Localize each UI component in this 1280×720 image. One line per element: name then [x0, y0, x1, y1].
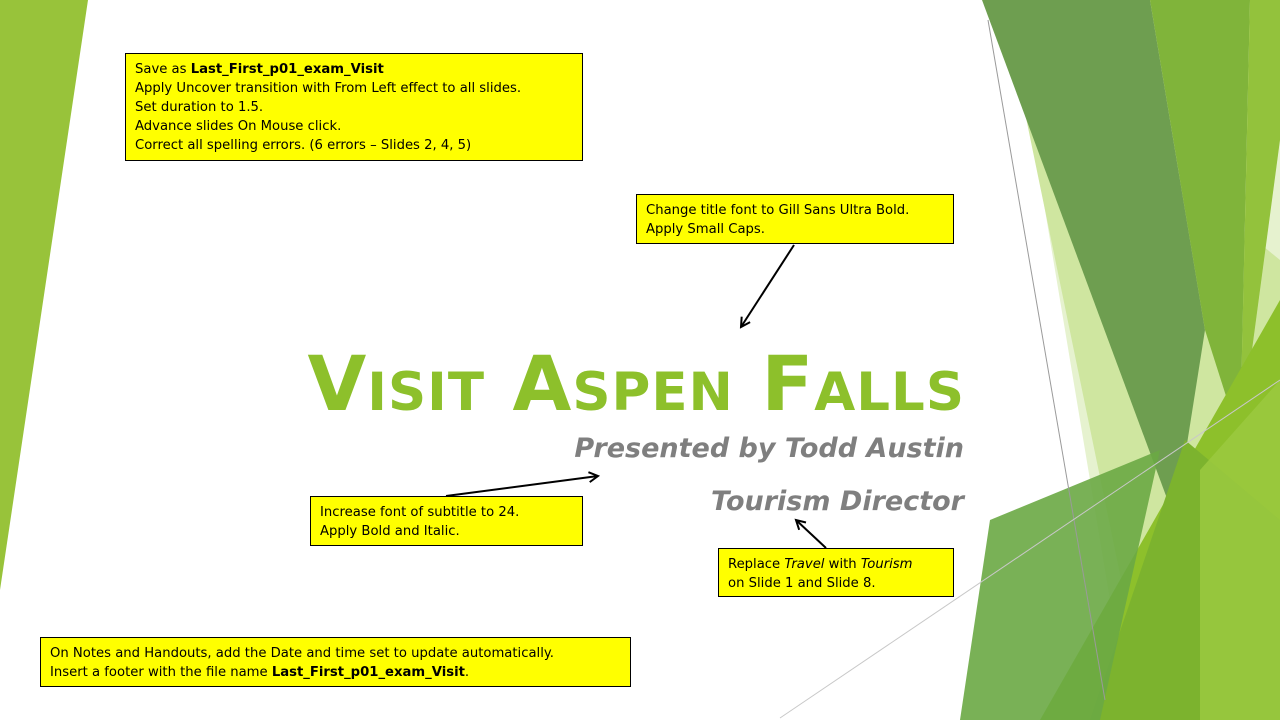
- bottom-right-bright-triangle: [1200, 380, 1280, 720]
- slide-title[interactable]: Visit Aspen Falls: [307, 339, 965, 428]
- thin-diagonal-line: [987, 19, 1106, 701]
- subtitle-line-2[interactable]: Tourism Director: [711, 486, 964, 517]
- note-replace-w4: Tourism: [860, 557, 913, 572]
- note-footer-line-1: On Notes and Handouts, add the Date and …: [50, 646, 554, 661]
- note-save-line-5: Correct all spelling errors. (6 errors –…: [135, 138, 472, 153]
- note-title-font[interactable]: Change title font to Gill Sans Ultra Bol…: [636, 194, 954, 244]
- note-subtitle-font-line-1: Increase font of subtitle to 24.: [320, 505, 520, 520]
- note-subtitle-font-line-2: Apply Bold and Italic.: [320, 524, 460, 539]
- note-replace-line-1: Replace Travel with Tourism: [728, 555, 944, 574]
- note-save-line-1: Save as Last_First_p01_exam_Visit: [135, 60, 573, 79]
- note-replace-line-2: on Slide 1 and Slide 8.: [728, 576, 876, 591]
- note-save-prefix: Save as: [135, 62, 191, 77]
- right-edge-stripe: [1240, 0, 1280, 440]
- arrow-to-title: [741, 244, 795, 327]
- note-replace-word[interactable]: Replace Travel with Tourism on Slide 1 a…: [718, 548, 954, 597]
- note-footer-prefix: Insert a footer with the file name: [50, 665, 272, 680]
- note-replace-w1: Replace: [728, 557, 785, 572]
- note-replace-w3: with: [824, 557, 861, 572]
- arrow-to-subtitle: [445, 476, 598, 497]
- note-save-line-4: Advance slides On Mouse click.: [135, 119, 342, 134]
- note-subtitle-font[interactable]: Increase font of subtitle to 24. Apply B…: [310, 496, 583, 546]
- note-title-font-line-2: Apply Small Caps.: [646, 222, 765, 237]
- left-green-sliver: [0, 0, 88, 590]
- note-footer-suffix: .: [464, 665, 470, 680]
- bottom-mid-triangle: [960, 450, 1160, 720]
- note-save-instructions[interactable]: Save as Last_First_p01_exam_Visit Apply …: [125, 53, 583, 161]
- right-mid-stripe: [1150, 0, 1250, 440]
- note-title-font-line-1: Change title font to Gill Sans Ultra Bol…: [646, 203, 910, 218]
- note-footer-line-2: Insert a footer with the file name Last_…: [50, 663, 621, 682]
- note-footer-filename: Last_First_p01_exam_Visit: [271, 665, 465, 680]
- note-replace-w2: Travel: [784, 557, 825, 572]
- note-save-line-3: Set duration to 1.5.: [135, 100, 264, 115]
- note-save-filename: Last_First_p01_exam_Visit: [190, 62, 384, 77]
- subtitle-line-1[interactable]: Presented by Todd Austin: [574, 433, 964, 464]
- right-dark-stripe: [982, 0, 1205, 520]
- arrow-to-tourism: [796, 520, 827, 549]
- thin-diagonal-line-2: [779, 379, 1280, 719]
- note-footer-instructions[interactable]: On Notes and Handouts, add the Date and …: [40, 637, 631, 687]
- note-save-line-2: Apply Uncover transition with From Left …: [135, 81, 522, 96]
